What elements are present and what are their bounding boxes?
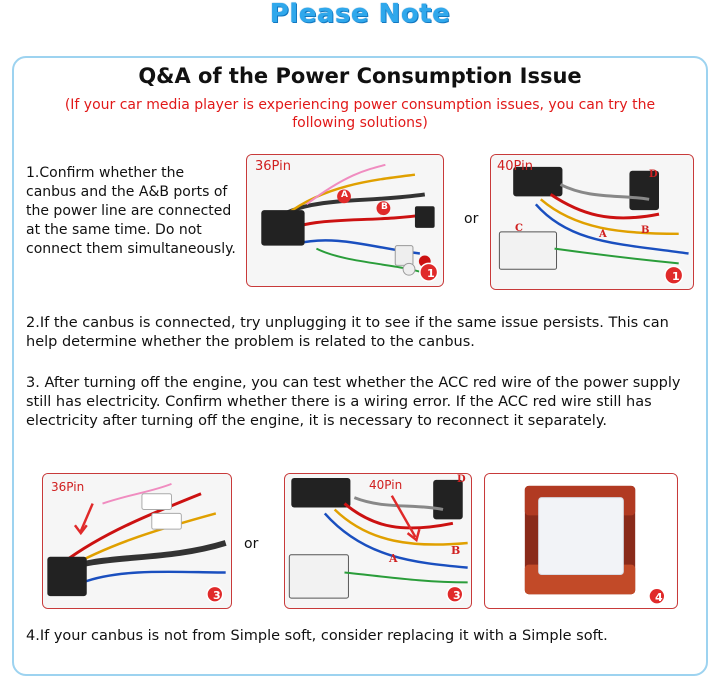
- qa-subtitle: (If your car media player is experiencin…: [64, 97, 656, 131]
- port-d-label: D: [457, 474, 466, 485]
- step-1-text: 1.Confirm whether the canbus and the A&B…: [26, 165, 236, 257]
- pin-label: 36Pin: [255, 159, 291, 174]
- port-a-label: A: [599, 229, 607, 240]
- port-d-label: D: [649, 169, 658, 180]
- port-c-label: C: [515, 223, 523, 234]
- step-3-text: 3. After turning off the engine, you can…: [26, 375, 681, 429]
- port-b-label: B: [641, 225, 650, 236]
- canbus-box-photo: 4: [484, 473, 678, 609]
- step-badge: 4: [655, 591, 663, 604]
- step-badge: 1: [672, 270, 680, 283]
- step-4-text: 4.If your canbus is not from Simple soft…: [26, 628, 608, 644]
- step-badge: 1: [427, 267, 435, 280]
- port-a-label: A: [341, 190, 348, 200]
- step-badge: 3: [453, 589, 461, 602]
- page-header: Please Note: [0, 0, 720, 30]
- or-separator: or: [244, 536, 259, 552]
- pin-label: 40Pin: [497, 159, 533, 174]
- page-title: Please Note: [269, 0, 451, 29]
- pin-label: 36Pin: [51, 480, 85, 494]
- harness-40pin-photo: 40Pin A B C D 1: [490, 154, 694, 290]
- port-b-label: B: [451, 544, 461, 557]
- harness-36pin-photo: 36Pin A B 1: [246, 154, 444, 287]
- port-b-label: B: [381, 202, 388, 212]
- port-a-label: A: [389, 552, 398, 565]
- or-separator: or: [464, 211, 479, 227]
- step-2-text: 2.If the canbus is connected, try unplug…: [26, 315, 669, 350]
- qa-title: Q&A of the Power Consumption Issue: [138, 64, 582, 88]
- pin-label: 40Pin: [369, 478, 403, 492]
- harness-40pin-closeup-photo: 40Pin A B D 3: [284, 473, 472, 609]
- step-badge: 3: [213, 589, 221, 602]
- harness-36pin-closeup-photo: 36Pin 3: [42, 473, 232, 609]
